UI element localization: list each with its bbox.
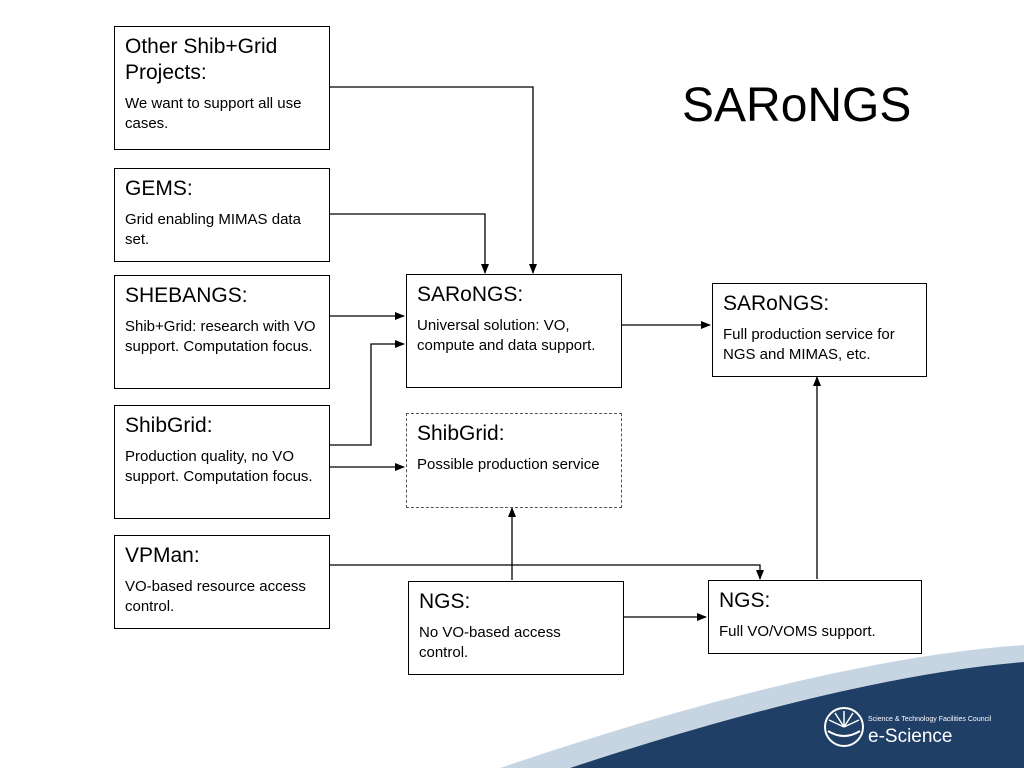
box-ngs-current: NGS: No VO-based access control. — [408, 581, 624, 675]
stfc-sunburst-icon — [824, 707, 864, 747]
box-description: Possible production service — [417, 456, 600, 473]
box-shibgrid: ShibGrid: Production quality, no VO supp… — [114, 405, 330, 519]
connector-vpman-to-ngs-full — [330, 564, 764, 580]
box-sarongs-final: SARoNGS: Full production service for NGS… — [712, 283, 927, 377]
box-heading: NGS: — [719, 589, 771, 612]
box-description: Full VO/VOMS support. — [719, 623, 876, 640]
box-description: VO-based resource access control. — [125, 578, 306, 615]
box-shebangs: SHEBANGS: Shib+Grid: research with VO su… — [114, 275, 330, 389]
box-other-projects: Other Shib+Grid Projects: We want to sup… — [114, 26, 330, 150]
box-heading: NGS: — [419, 590, 471, 613]
box-description: Production quality, no VO support. Compu… — [125, 448, 313, 485]
division-name: e-Science — [868, 726, 953, 747]
box-shibgrid-possible: ShibGrid: Possible production service — [406, 413, 622, 508]
box-heading: SARoNGS: — [417, 283, 524, 306]
box-description: Full production service for NGS and MIMA… — [723, 326, 895, 363]
box-heading: GEMS: — [125, 177, 193, 200]
box-description: Shib+Grid: research with VO support. Com… — [125, 318, 316, 355]
box-heading: ShibGrid: — [417, 422, 505, 445]
box-heading: Other Shib+Grid Projects: — [125, 35, 278, 84]
branding: Science & Technology Facilities Council … — [868, 715, 991, 748]
connector-gems-to-sarongs — [330, 213, 489, 274]
box-heading: ShibGrid: — [125, 414, 213, 437]
org-name: Science & Technology Facilities Council — [868, 716, 992, 723]
box-heading: VPMan: — [125, 544, 200, 567]
box-vpman: VPMan: VO-based resource access control. — [114, 535, 330, 629]
box-heading: SHEBANGS: — [125, 284, 248, 307]
swoosh-dark-band — [570, 662, 1024, 768]
connector-shibgrid-to-sarongs — [330, 340, 405, 446]
connector-other-to-sarongs — [330, 86, 537, 274]
slide-title: SARoNGS — [682, 79, 912, 132]
box-description: Grid enabling MIMAS data set. — [125, 211, 301, 248]
box-heading: SARoNGS: — [723, 292, 830, 315]
box-description: We want to support all use cases. — [125, 95, 302, 132]
box-ngs-full: NGS: Full VO/VOMS support. — [708, 580, 922, 654]
box-description: No VO-based access control. — [419, 624, 561, 661]
box-gems: GEMS: Grid enabling MIMAS data set. — [114, 168, 330, 262]
box-description: Universal solution: VO, compute and data… — [417, 317, 596, 354]
box-sarongs-universal: SARoNGS: Universal solution: VO, compute… — [406, 274, 622, 388]
